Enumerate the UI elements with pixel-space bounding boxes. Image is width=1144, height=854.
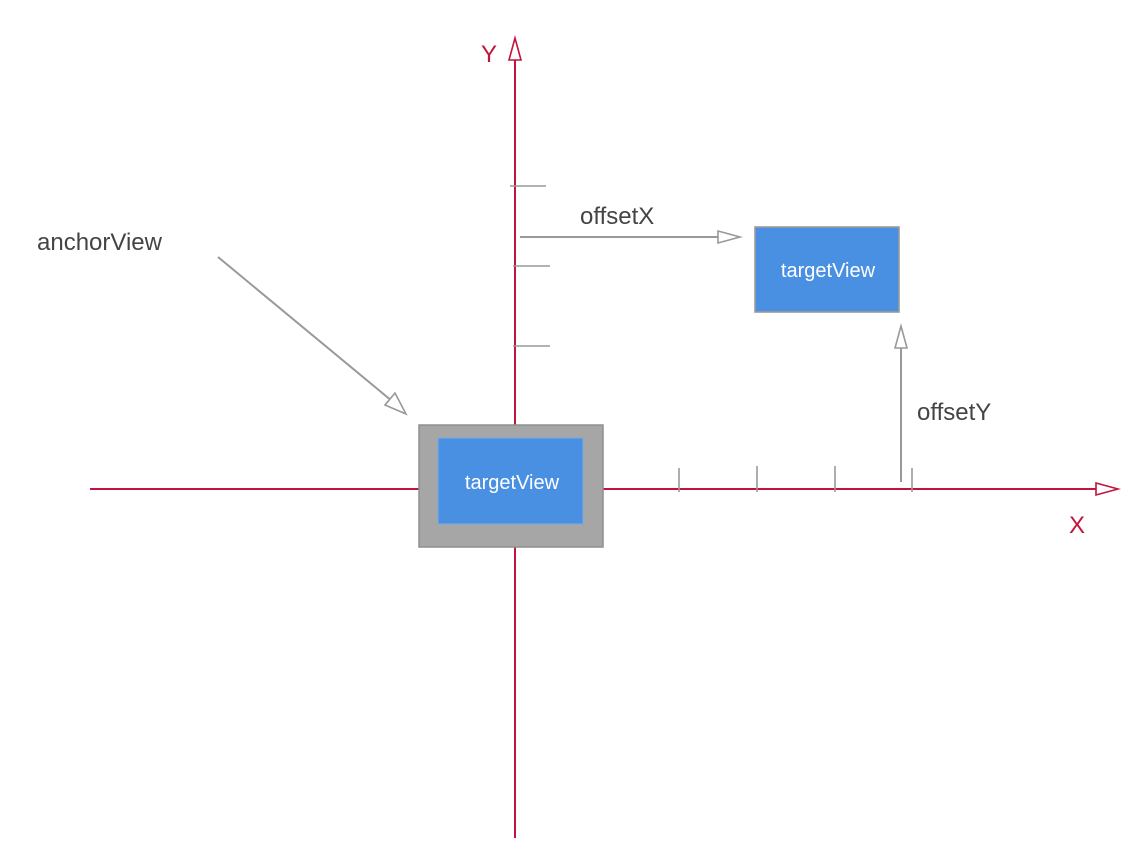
- x-axis-arrowhead: [1095, 481, 1122, 497]
- offset-x-label: offsetX: [580, 203, 654, 230]
- y-axis-label: Y: [481, 41, 497, 68]
- target-view-origin-box: [437, 437, 584, 525]
- target-view-origin-label: targetView: [465, 472, 560, 494]
- target-view-offset-label: targetView: [781, 260, 876, 282]
- x-axis-label: X: [1069, 512, 1085, 539]
- offset-y-arrowhead: [893, 322, 909, 349]
- anchor-pointer-line: [217, 256, 399, 407]
- target-view-offset-box: [754, 226, 900, 313]
- y-axis-arrowhead: [507, 34, 523, 61]
- offset-x-arrowhead: [717, 229, 744, 245]
- anchor-view-label: anchorView: [37, 229, 163, 256]
- anchor-pointer-arrowhead: [383, 391, 408, 416]
- offset-y-label: offsetY: [917, 399, 991, 426]
